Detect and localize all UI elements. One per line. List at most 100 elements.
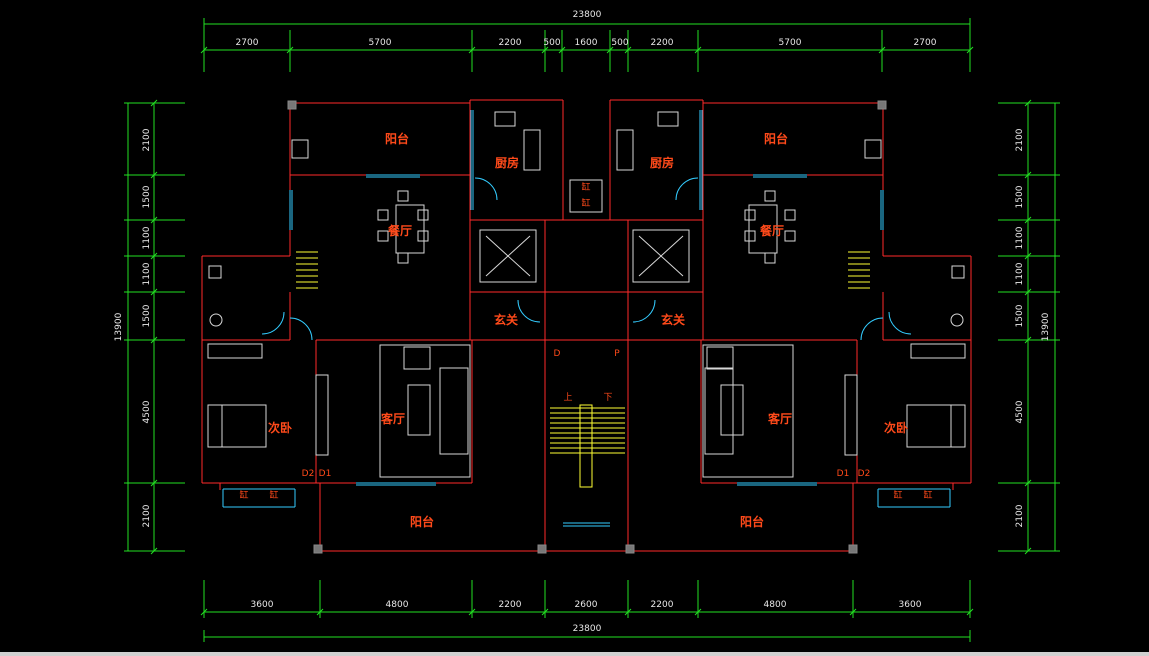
column-square (625, 544, 635, 554)
dining-chair-icon (744, 230, 756, 242)
washing-machine-icon (864, 139, 882, 159)
top-dim-slash (541, 46, 549, 54)
top-dim-slash (286, 46, 294, 54)
stair-layer (296, 251, 870, 488)
dining-chair-icon (764, 190, 776, 202)
bottom-dim-slash (624, 608, 632, 616)
dining-chair-icon (417, 209, 429, 221)
bottom-dim-7: 3600 (899, 600, 922, 610)
top-dim-slash (200, 46, 208, 54)
kitchen-sink-icon (494, 111, 516, 127)
bottom-dim-2: 4800 (386, 600, 409, 610)
top-dim-7: 2200 (651, 38, 674, 48)
top-dim-slash (878, 46, 886, 54)
dining-chair-icon (397, 190, 409, 202)
left-dim-slash (150, 171, 158, 179)
door-swing-arc (675, 177, 699, 201)
bottom-dim-slash (694, 608, 702, 616)
left-dim-slash (150, 216, 158, 224)
right-dim-3: 1100 (1015, 226, 1025, 249)
column-square (848, 544, 858, 554)
left-dim-slash (150, 336, 158, 344)
coffee-table-icon (720, 384, 744, 436)
wardrobe-icon (910, 343, 966, 359)
dining-chair-icon (744, 209, 756, 221)
right-dim-5: 1500 (1015, 304, 1025, 327)
top-dim-slash (558, 46, 566, 54)
stair-up-label: 上 (563, 392, 572, 403)
room-balcony-top-right: 阳台 (764, 131, 788, 146)
door-swing-arc (632, 299, 656, 323)
elevator-cross-icon (638, 235, 684, 277)
top-dim-5: 1600 (575, 38, 598, 48)
room-balcony-top-left: 阳台 (385, 131, 409, 146)
door-swing-arc (517, 299, 541, 323)
top-total-dimension: 23800 (573, 10, 602, 20)
room-dining-right: 餐厅 (760, 223, 784, 238)
dining-table-icon (395, 204, 425, 254)
right-dim-slash (1024, 479, 1032, 487)
top-dim-8: 5700 (779, 38, 802, 48)
left-total-dimension: 13900 (114, 312, 124, 341)
door-label-d2-right: D2 (858, 469, 871, 479)
right-dim-1: 2100 (1015, 128, 1025, 151)
bed-icon (207, 404, 267, 448)
tv-cabinet-icon (844, 374, 858, 456)
room-kitchen-right: 厨房 (650, 155, 674, 170)
flower-box-label-5: 缸 (893, 489, 902, 501)
door-label-d1-left: D1 (319, 469, 332, 479)
bottom-dim-slash (200, 608, 208, 616)
room-balcony-bottom-right: 阳台 (740, 514, 764, 529)
top-dim-9: 2700 (914, 38, 937, 48)
sink-icon (209, 313, 223, 327)
meter-label-d: D (554, 349, 561, 359)
top-dim-2: 5700 (369, 38, 392, 48)
door-swing-arc (888, 311, 912, 335)
right-total-dimension: 13900 (1041, 312, 1051, 341)
wardrobe-icon (207, 343, 263, 359)
right-dim-4: 1100 (1015, 262, 1025, 285)
right-dim-7: 2100 (1015, 504, 1025, 527)
bottom-dim-slash (849, 608, 857, 616)
stair-core-wall (544, 219, 629, 293)
door-swing-arc (289, 317, 313, 341)
window-layer (222, 110, 951, 527)
pillow-icon (950, 404, 966, 448)
left-dim-5: 1500 (142, 304, 152, 327)
stove-icon (616, 129, 634, 171)
right-dim-6: 4500 (1015, 400, 1025, 423)
right-dim-slash (1024, 216, 1032, 224)
elevator-shaft-icon (479, 229, 537, 283)
room-foyer-right: 玄关 (661, 312, 685, 327)
bottom-dim-1: 3600 (251, 600, 274, 610)
dining-chair-icon (764, 252, 776, 264)
flower-box-label-1: 缸 (581, 181, 590, 193)
dimension-layer (124, 18, 1060, 642)
door-label-d1-right: D1 (837, 469, 850, 479)
right-dim-slash (1024, 288, 1032, 296)
flower-box-label-3: 缸 (239, 489, 248, 501)
room-dining-left: 餐厅 (388, 223, 412, 238)
column-square (877, 100, 887, 110)
flower-box-label-4: 缸 (269, 489, 278, 501)
bottom-dim-slash (541, 608, 549, 616)
bottom-dim-slash (468, 608, 476, 616)
top-dim-slash (468, 46, 476, 54)
elevator-cross-icon (485, 235, 531, 277)
room-kitchen-left: 厨房 (495, 155, 519, 170)
top-dim-6: 500 (611, 38, 628, 48)
left-dim-slash (150, 99, 158, 107)
flower-box-label-6: 缸 (923, 489, 932, 501)
right-dim-slash (1024, 252, 1032, 260)
tv-cabinet-icon (315, 374, 329, 456)
bed-icon (906, 404, 966, 448)
door-label-d2-left: D2 (302, 469, 315, 479)
dining-table-icon (748, 204, 778, 254)
right-dim-slash (1024, 336, 1032, 344)
bottom-dim-slash (316, 608, 324, 616)
flower-box-label-2: 缸 (581, 197, 590, 209)
right-dim-slash (1024, 99, 1032, 107)
right-dim-slash (1024, 547, 1032, 555)
room-living-left: 客厅 (380, 411, 405, 426)
